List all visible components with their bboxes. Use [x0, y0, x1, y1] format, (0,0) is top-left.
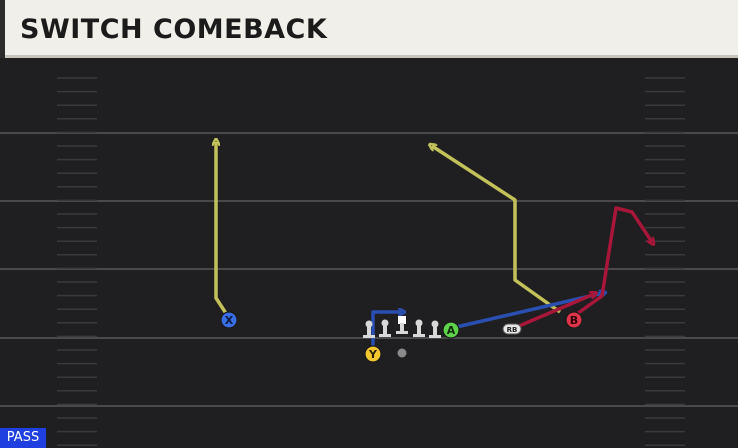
play-header: SWITCH COMEBACK	[0, 0, 738, 58]
lineman-right-tackle	[429, 320, 441, 338]
field-background	[0, 61, 738, 448]
play-title: SWITCH COMEBACK	[20, 14, 328, 45]
y-route	[371, 312, 402, 346]
player-x[interactable]: X	[220, 311, 238, 329]
player-y-label: Y	[368, 348, 378, 361]
quarterback	[397, 348, 407, 358]
player-y[interactable]: Y	[364, 345, 382, 363]
player-x-label: X	[225, 314, 234, 327]
play-type-badge: PASS	[0, 428, 46, 448]
player-rb[interactable]: RB	[502, 323, 522, 335]
lineman-center	[396, 316, 408, 334]
player-b[interactable]: B	[565, 311, 583, 329]
header-accent-stripe	[0, 0, 5, 58]
rb-route	[511, 294, 594, 331]
player-rb-label: RB	[507, 326, 518, 334]
lineman-left-guard	[379, 319, 391, 337]
x-route	[216, 142, 231, 319]
offensive-line	[363, 316, 441, 338]
player-a[interactable]: A	[442, 321, 460, 339]
player-a-label: A	[447, 324, 456, 337]
player-b-label: B	[570, 314, 578, 327]
yard-lines	[0, 132, 738, 407]
slot-route	[432, 146, 562, 314]
lineman-left-tackle	[363, 320, 375, 338]
a-route	[451, 293, 603, 330]
hash-marks	[57, 77, 685, 446]
lineman-right-guard	[413, 319, 425, 337]
b-route	[572, 206, 652, 318]
play-field: RB X Y A B	[0, 61, 738, 448]
